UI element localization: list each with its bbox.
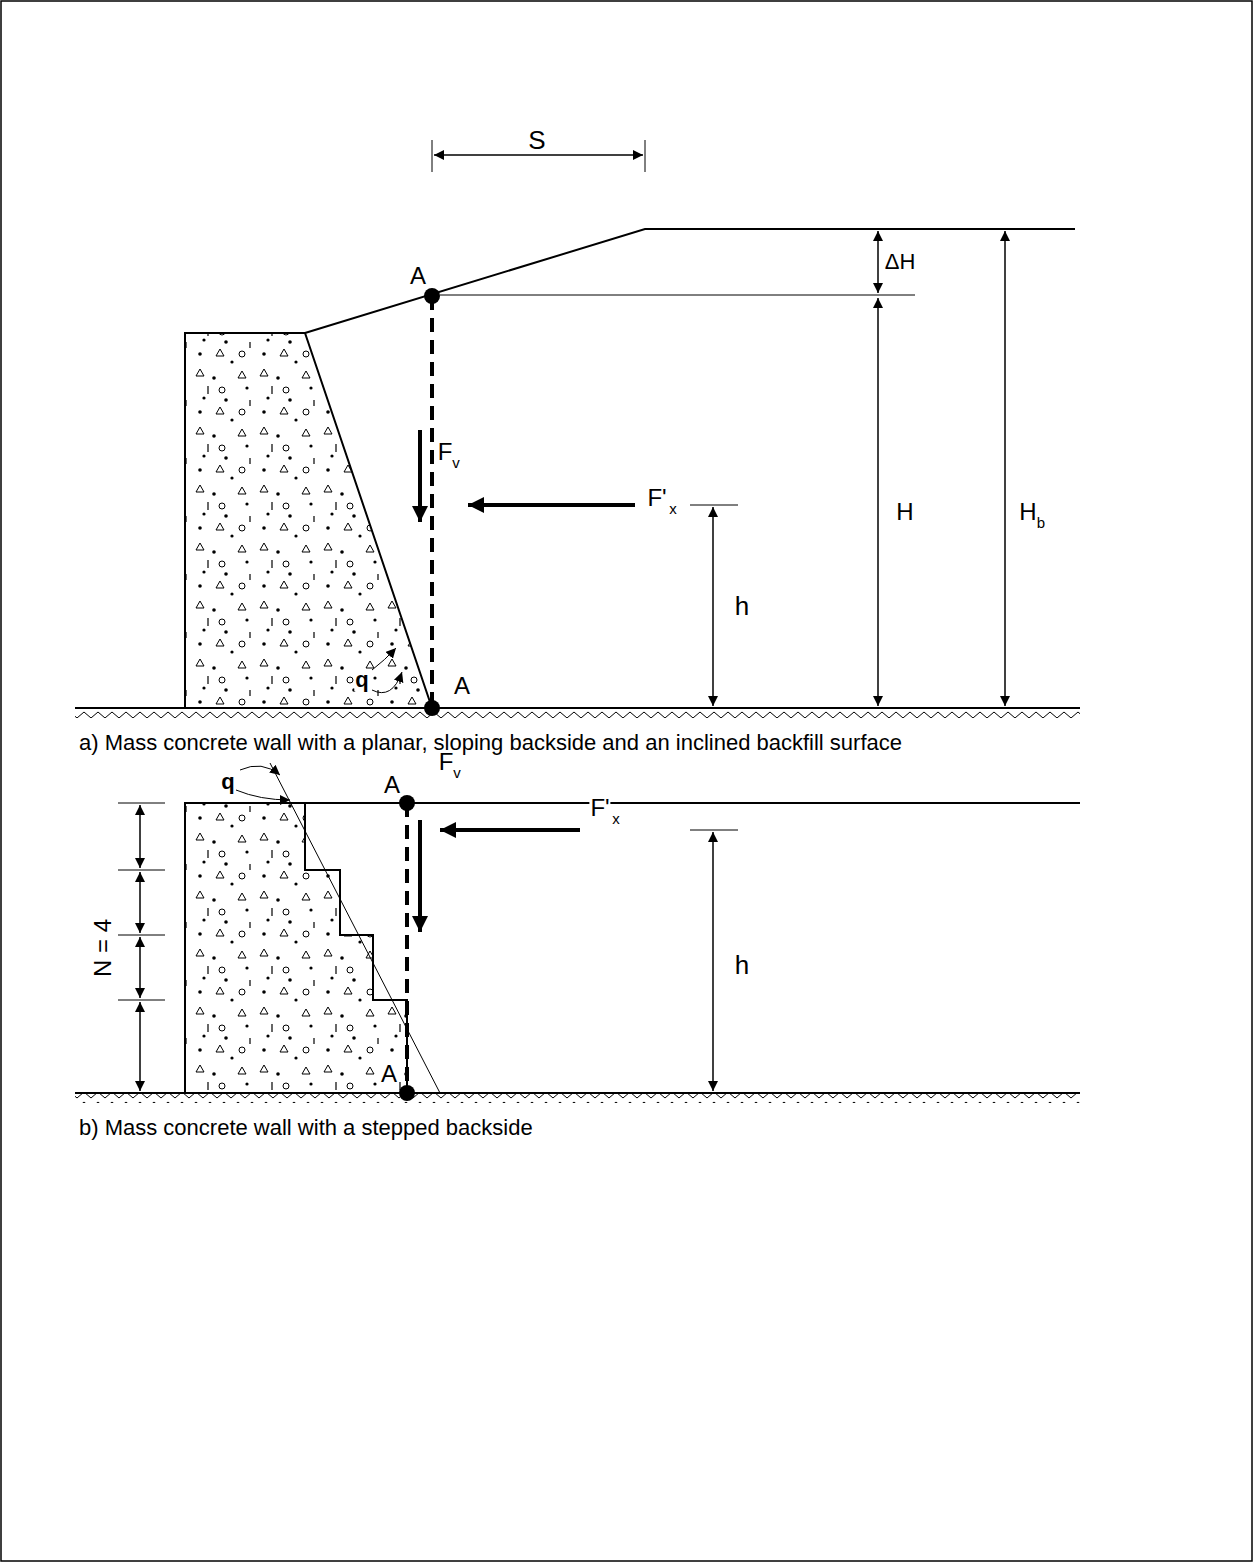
dimension-label: h bbox=[734, 952, 750, 978]
dimension-label: N = 4 bbox=[91, 918, 115, 978]
point-label: A bbox=[383, 773, 401, 797]
caption: a) Mass concrete wall with a planar, slo… bbox=[78, 732, 903, 754]
subscript: x bbox=[668, 501, 678, 516]
subscript: b bbox=[1036, 515, 1046, 530]
dimension-label: H bbox=[1018, 500, 1037, 524]
point-label: A bbox=[453, 674, 471, 698]
point-label: A bbox=[380, 1062, 398, 1086]
subscript: v bbox=[452, 765, 462, 780]
dimension-label: H bbox=[895, 500, 914, 524]
dimension-label: h bbox=[734, 593, 750, 619]
force-label: F' bbox=[589, 796, 610, 820]
dimension-label: S bbox=[527, 127, 546, 153]
subscript: x bbox=[611, 811, 621, 826]
dimension-label: ΔH bbox=[884, 251, 917, 273]
force-label: F' bbox=[646, 486, 667, 510]
angle-label: q bbox=[220, 771, 235, 793]
angle-label: q bbox=[354, 669, 369, 691]
caption: b) Mass concrete wall with a stepped bac… bbox=[78, 1117, 534, 1139]
point-label: A bbox=[409, 264, 427, 288]
subscript: v bbox=[451, 455, 461, 470]
